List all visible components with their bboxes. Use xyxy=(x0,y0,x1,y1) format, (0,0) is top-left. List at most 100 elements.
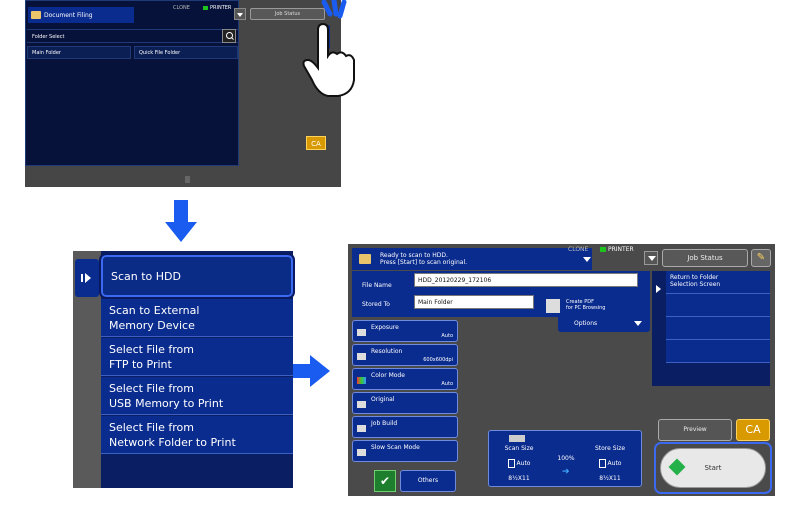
scan-to-hdd-item[interactable]: Scan to HDD xyxy=(99,253,295,299)
empty-action-slot xyxy=(666,340,770,363)
file-name-field[interactable]: HDD_20120229_172106 xyxy=(414,273,638,287)
button-label: Slow Scan Mode xyxy=(371,444,420,451)
printer-led-icon xyxy=(600,247,606,252)
mode-title: Document Filing xyxy=(28,7,134,23)
scan-size-value: Auto xyxy=(497,459,541,468)
printer-led-icon xyxy=(203,6,208,10)
action-panel: Scan to HDD Scan to External Memory Devi… xyxy=(73,251,295,488)
start-button[interactable]: Start xyxy=(660,448,766,488)
check-icon[interactable]: ✔ xyxy=(374,470,396,492)
original-icon xyxy=(357,401,366,408)
button-label: Original xyxy=(371,396,395,403)
start-button-highlight xyxy=(654,442,772,494)
document-filing-main: Document Filing Folder Select Main Folde… xyxy=(25,0,239,166)
file-name-label: File Name xyxy=(362,282,392,289)
empty-action-slot xyxy=(666,294,770,317)
folder-select-label: Folder Select xyxy=(27,29,239,43)
preview-button[interactable]: Preview xyxy=(658,419,732,441)
exposure-icon xyxy=(357,329,366,336)
search-icon[interactable] xyxy=(222,29,236,43)
return-to-folder-item[interactable]: Return to Folder Selection Screen xyxy=(666,271,770,294)
arrow-down-icon xyxy=(165,200,197,242)
printer-indicator: PRINTER xyxy=(203,5,231,11)
panel-toggle-button[interactable] xyxy=(75,259,99,297)
button-value: Auto xyxy=(441,333,453,339)
action-panel-tab[interactable] xyxy=(652,271,666,386)
empty-action-slot xyxy=(666,317,770,340)
store-size-auto: Auto xyxy=(607,460,622,467)
scan-paper-size: 8½X11 xyxy=(508,475,530,482)
printer-label: PRINTER xyxy=(210,5,232,11)
slow-scan-mode-button[interactable]: Slow Scan Mode xyxy=(352,440,458,462)
document-icon xyxy=(598,459,606,468)
select-file-usb-item[interactable]: Select File from USB Memory to Print xyxy=(101,377,293,415)
create-pdf-label: Create PDF for PC Browsing xyxy=(566,299,606,311)
action-panel-tab-strip xyxy=(73,251,101,488)
menu-item-label: Scan to HDD xyxy=(111,269,181,283)
color-mode-icon xyxy=(357,377,366,384)
settings-icon[interactable]: ✎ xyxy=(751,249,771,267)
resolution-button[interactable]: Resolution 600x600dpi xyxy=(352,344,458,366)
button-label: Resolution xyxy=(371,348,403,355)
banner-line-2: Press [Start] to scan original. xyxy=(380,259,468,266)
select-file-ftp-item[interactable]: Select File from FTP to Print xyxy=(101,338,293,376)
button-label: Job Build xyxy=(371,420,398,427)
button-value: Auto xyxy=(441,381,453,387)
store-paper-size: 8½X11 xyxy=(599,475,621,482)
store-size-label: Store Size xyxy=(594,445,626,452)
button-value: 600x600dpi xyxy=(423,357,453,363)
job-build-icon xyxy=(357,425,366,432)
select-file-network-item[interactable]: Select File from Network Folder to Print xyxy=(101,416,293,454)
scan-to-hdd-screen: Ready to scan to HDD. Press [Start] to s… xyxy=(348,244,775,496)
action-menu: Scan to HDD Scan to External Memory Devi… xyxy=(99,251,295,488)
slow-scan-icon xyxy=(357,449,366,456)
size-summary: Scan Size Store Size Auto 100% ➔ Auto 8½… xyxy=(488,430,642,487)
arrow-right-icon: ➔ xyxy=(562,467,570,477)
others-button[interactable]: Others xyxy=(400,470,456,492)
file-info-area: File Name HDD_20120229_172106 Stored To … xyxy=(352,271,650,317)
stored-to-field[interactable]: Main Folder xyxy=(414,295,534,309)
create-pdf-checkbox[interactable] xyxy=(546,299,560,313)
job-status-button[interactable]: Job Status xyxy=(662,249,748,267)
scan-size-auto: Auto xyxy=(516,460,531,467)
store-size-value: Auto xyxy=(585,459,635,468)
status-indicator: CLONE xyxy=(173,5,190,11)
printer-indicator: PRINTER xyxy=(600,246,634,253)
button-label: Color Mode xyxy=(371,372,405,379)
printer-label: PRINTER xyxy=(608,246,634,253)
hand-pointer-icon xyxy=(302,0,355,97)
status-indicator: CLONE xyxy=(568,246,589,253)
folder-icon xyxy=(31,11,41,19)
banner-line-1: Ready to scan to HDD. xyxy=(380,252,448,259)
job-build-button[interactable]: Job Build xyxy=(352,416,458,438)
start-icon xyxy=(668,458,686,476)
status-banner: Ready to scan to HDD. Press [Start] to s… xyxy=(352,248,592,270)
mode-title-label: Document Filing xyxy=(44,11,93,19)
job-status-button[interactable]: Job Status xyxy=(250,8,325,20)
main-folder-button[interactable]: Main Folder xyxy=(27,46,131,59)
resolution-icon xyxy=(357,353,366,360)
options-button[interactable]: Options xyxy=(558,316,650,332)
scan-to-external-memory-item[interactable]: Scan to External Memory Device xyxy=(101,299,293,337)
chevron-down-icon[interactable] xyxy=(583,257,591,262)
scan-size-label: Scan Size xyxy=(504,445,534,452)
button-label: Exposure xyxy=(371,324,399,331)
chevron-down-icon[interactable] xyxy=(644,251,658,265)
ca-button[interactable]: CA xyxy=(306,136,326,150)
scanner-icon xyxy=(509,435,525,442)
document-icon xyxy=(507,459,515,468)
arrow-right-icon xyxy=(290,355,330,387)
start-label: Start xyxy=(704,464,722,472)
action-panel: Return to Folder Selection Screen xyxy=(666,271,770,386)
folder-icon xyxy=(359,254,371,264)
quick-file-folder-button[interactable]: Quick File Folder xyxy=(134,46,238,59)
ratio-value: 100% xyxy=(557,455,575,462)
ca-button[interactable]: CA xyxy=(736,419,770,441)
original-button[interactable]: Original xyxy=(352,392,458,414)
scroll-indicator xyxy=(185,176,190,183)
document-filing-screen: Document Filing Folder Select Main Folde… xyxy=(25,0,341,187)
chevron-down-icon[interactable] xyxy=(234,8,246,20)
stored-to-label: Stored To xyxy=(362,301,390,308)
